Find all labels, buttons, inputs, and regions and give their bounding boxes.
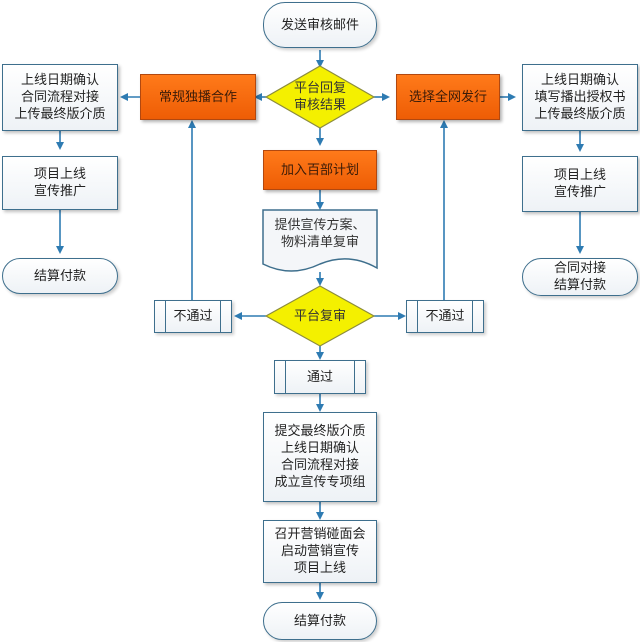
end-final-settle-label: 结算付款	[293, 613, 346, 629]
document-provide-plan: 提供宣传方案、 物料清单复审	[263, 212, 377, 256]
process-left-launch-label: 项目上线 宣传推广	[33, 167, 86, 199]
process-join-hundred-plan-label: 加入百部计划	[280, 162, 359, 178]
process-submit-final-label: 提交最终版介质 上线日期确认 合同流程对接 成立宣传专项组	[274, 424, 366, 490]
decision-platform-reply: 平台回复 审核结果	[266, 70, 374, 124]
process-kickoff-label: 召开营销碰面会 启动营销宣传 项目上线	[274, 527, 366, 576]
end-final-settle: 结算付款	[263, 602, 377, 640]
process-select-network-label: 选择全网发行	[408, 89, 487, 105]
end-right-settle-label: 合同对接 结算付款	[553, 261, 606, 293]
decision-platform-review: 平台复审	[266, 302, 374, 330]
start-send-review-email-label: 发送审核邮件	[280, 17, 359, 33]
process-pass: 通过	[274, 360, 366, 394]
process-kickoff: 召开营销碰面会 启动营销宣传 项目上线	[263, 520, 377, 583]
decision-platform-reply-label: 平台回复 审核结果	[293, 81, 346, 113]
process-reject-right-label: 不通过	[425, 309, 465, 324]
process-right-launch: 项目上线 宣传推广	[522, 156, 638, 212]
end-right-settle: 合同对接 结算付款	[522, 258, 638, 296]
process-reject-left-label: 不通过	[173, 309, 213, 324]
start-send-review-email: 发送审核邮件	[263, 2, 377, 48]
process-select-network: 选择全网发行	[396, 74, 500, 120]
process-reject-left: 不通过	[154, 300, 232, 333]
end-left-settle: 结算付款	[2, 258, 118, 294]
process-right-launch-label: 项目上线 宣传推广	[553, 168, 606, 200]
process-pass-label: 通过	[306, 369, 333, 385]
process-right-confirm-label: 上线日期确认 填写播出授权书 上传最终版介质	[534, 73, 626, 122]
document-provide-plan-label: 提供宣传方案、 物料清单复审	[274, 218, 366, 250]
document-provide-plan-shape	[262, 209, 378, 272]
decision-platform-reply-shape	[264, 65, 376, 129]
process-join-hundred-plan: 加入百部计划	[263, 150, 377, 190]
process-regular-exclusive-label: 常规独播合作	[158, 89, 237, 105]
decision-platform-review-label: 平台复审	[293, 308, 346, 324]
decision-platform-review-shape	[264, 285, 376, 347]
process-submit-final: 提交最终版介质 上线日期确认 合同流程对接 成立宣传专项组	[263, 412, 377, 502]
process-left-launch: 项目上线 宣传推广	[2, 156, 118, 210]
process-left-confirm-label: 上线日期确认 合同流程对接 上传最终版介质	[14, 73, 106, 122]
process-right-confirm: 上线日期确认 填写播出授权书 上传最终版介质	[522, 64, 638, 131]
process-left-confirm: 上线日期确认 合同流程对接 上传最终版介质	[2, 64, 118, 131]
process-regular-exclusive: 常规独播合作	[140, 74, 256, 120]
end-left-settle-label: 结算付款	[33, 268, 86, 284]
process-reject-right: 不通过	[406, 300, 484, 333]
